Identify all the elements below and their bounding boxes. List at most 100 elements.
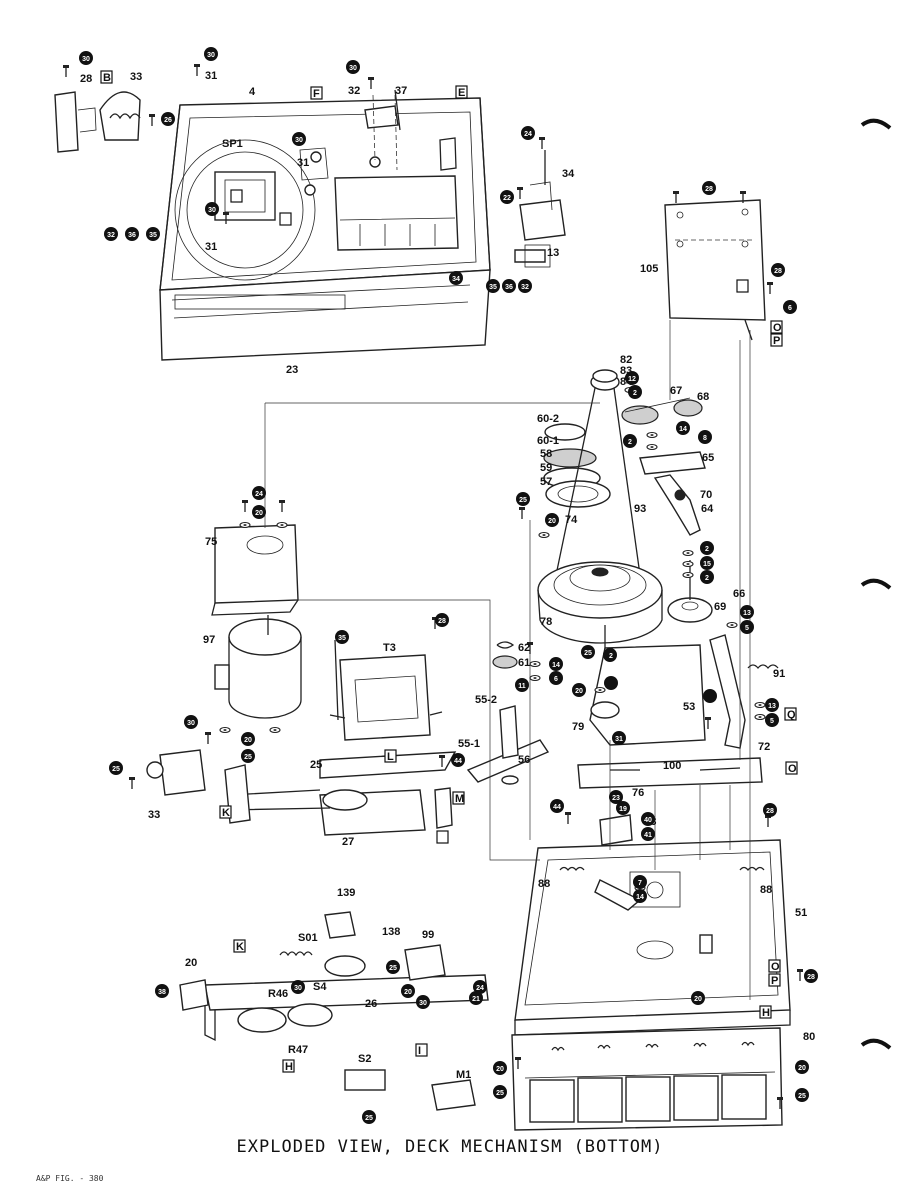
- label-68: 68: [697, 391, 709, 403]
- svg-text:30: 30: [294, 985, 302, 992]
- label-31c: 31: [205, 241, 217, 253]
- label-box-i: I: [418, 1045, 421, 1057]
- label-23: 23: [286, 364, 298, 376]
- label-53: 53: [683, 701, 695, 713]
- svg-text:12: 12: [628, 376, 636, 383]
- svg-text:31: 31: [615, 736, 623, 743]
- svg-text:23: 23: [612, 795, 620, 802]
- svg-text:25: 25: [798, 1093, 806, 1100]
- label-59: 59: [540, 462, 552, 474]
- transformer-T3: [329, 639, 443, 741]
- label-64: 64: [701, 503, 714, 515]
- label-r47: R47: [288, 1044, 308, 1056]
- label-13: 13: [547, 247, 559, 259]
- label-74: 74: [565, 514, 578, 526]
- label-78: 78: [540, 616, 552, 628]
- svg-text:15: 15: [703, 561, 711, 568]
- label-79: 79: [572, 721, 584, 733]
- bracket-75: [211, 524, 299, 616]
- label-box-b: B: [103, 72, 111, 84]
- label-20: 20: [185, 957, 197, 969]
- svg-text:11: 11: [518, 683, 526, 690]
- svg-text:13: 13: [768, 703, 776, 710]
- svg-text:25: 25: [389, 965, 397, 972]
- arm-65-64: [639, 451, 706, 536]
- label-70: 70: [700, 489, 712, 501]
- svg-text:20: 20: [575, 688, 583, 695]
- label-box-p2: P: [771, 975, 778, 987]
- svg-text:2: 2: [705, 575, 709, 582]
- label-67: 67: [670, 385, 682, 397]
- label-72: 72: [758, 741, 770, 753]
- switch-34: [514, 150, 566, 268]
- label-88a: 88: [538, 878, 550, 890]
- svg-text:28: 28: [786, 805, 794, 812]
- chassis-51: [514, 814, 791, 1036]
- label-62: 62: [518, 642, 530, 654]
- arm-55: [466, 641, 550, 785]
- label-80: 80: [803, 1031, 815, 1043]
- svg-text:28: 28: [705, 186, 713, 193]
- svg-text:21: 21: [472, 996, 480, 1003]
- svg-text:38: 38: [158, 989, 166, 996]
- figure-caption: EXPLODED VIEW, DECK MECHANISM (BOTTOM): [236, 1137, 664, 1157]
- belt-93: [554, 387, 641, 581]
- svg-text:2: 2: [628, 439, 632, 446]
- label-66: 66: [733, 588, 745, 600]
- svg-text:14: 14: [552, 662, 560, 669]
- label-51: 51: [795, 907, 807, 919]
- label-138: 138: [382, 926, 400, 938]
- svg-text:30: 30: [82, 56, 90, 63]
- label-26: 26: [365, 998, 377, 1010]
- svg-text:26: 26: [164, 117, 172, 124]
- label-57: 57: [540, 476, 552, 488]
- label-32: 32: [348, 85, 360, 97]
- svg-text:41: 41: [644, 832, 652, 839]
- label-33b: 33: [148, 809, 160, 821]
- label-box-k2: K: [236, 941, 244, 953]
- svg-text:7: 7: [638, 880, 642, 887]
- pulley-67-68: [621, 397, 703, 425]
- label-88b: 88: [760, 884, 772, 896]
- bracket-33-lower: [146, 749, 206, 796]
- svg-text:28: 28: [774, 268, 782, 275]
- label-83: 83: [620, 365, 632, 377]
- label-4: 4: [249, 86, 256, 98]
- roller-66-69: [667, 560, 713, 623]
- label-t3: T3: [383, 642, 396, 654]
- svg-text:32: 32: [107, 232, 115, 239]
- label-97: 97: [203, 634, 215, 646]
- label-56: 56: [518, 754, 530, 766]
- svg-text:30: 30: [208, 207, 216, 214]
- label-box-q: Q: [787, 709, 796, 721]
- label-27: 27: [342, 836, 354, 848]
- label-sp1: SP1: [222, 138, 243, 150]
- svg-text:20: 20: [255, 510, 263, 517]
- svg-text:30: 30: [349, 65, 357, 72]
- label-61: 61: [518, 657, 530, 669]
- svg-text:2: 2: [609, 653, 613, 660]
- motor-97: [214, 615, 302, 719]
- bracket-25-27: [224, 751, 457, 836]
- svg-text:6: 6: [788, 305, 792, 312]
- label-r46: R46: [268, 988, 288, 1000]
- pulley-stack: [543, 369, 620, 508]
- svg-text:24: 24: [524, 131, 532, 138]
- svg-text:35: 35: [338, 635, 346, 642]
- svg-text:20: 20: [244, 737, 252, 744]
- bracket-32-37: [364, 89, 401, 171]
- svg-text:22: 22: [503, 195, 511, 202]
- label-82: 82: [620, 354, 632, 366]
- label-99: 99: [422, 929, 434, 941]
- svg-text:30: 30: [207, 52, 215, 59]
- svg-text:30: 30: [295, 137, 303, 144]
- label-100: 100: [663, 760, 681, 772]
- label-box-e: E: [458, 87, 465, 99]
- key-assembly-80: [511, 1027, 783, 1131]
- label-box-f: F: [313, 88, 320, 100]
- flywheel-78: [537, 561, 663, 680]
- label-6: 6: [786, 302, 792, 314]
- label-m1: M1: [456, 1069, 471, 1081]
- label-33: 33: [130, 71, 142, 83]
